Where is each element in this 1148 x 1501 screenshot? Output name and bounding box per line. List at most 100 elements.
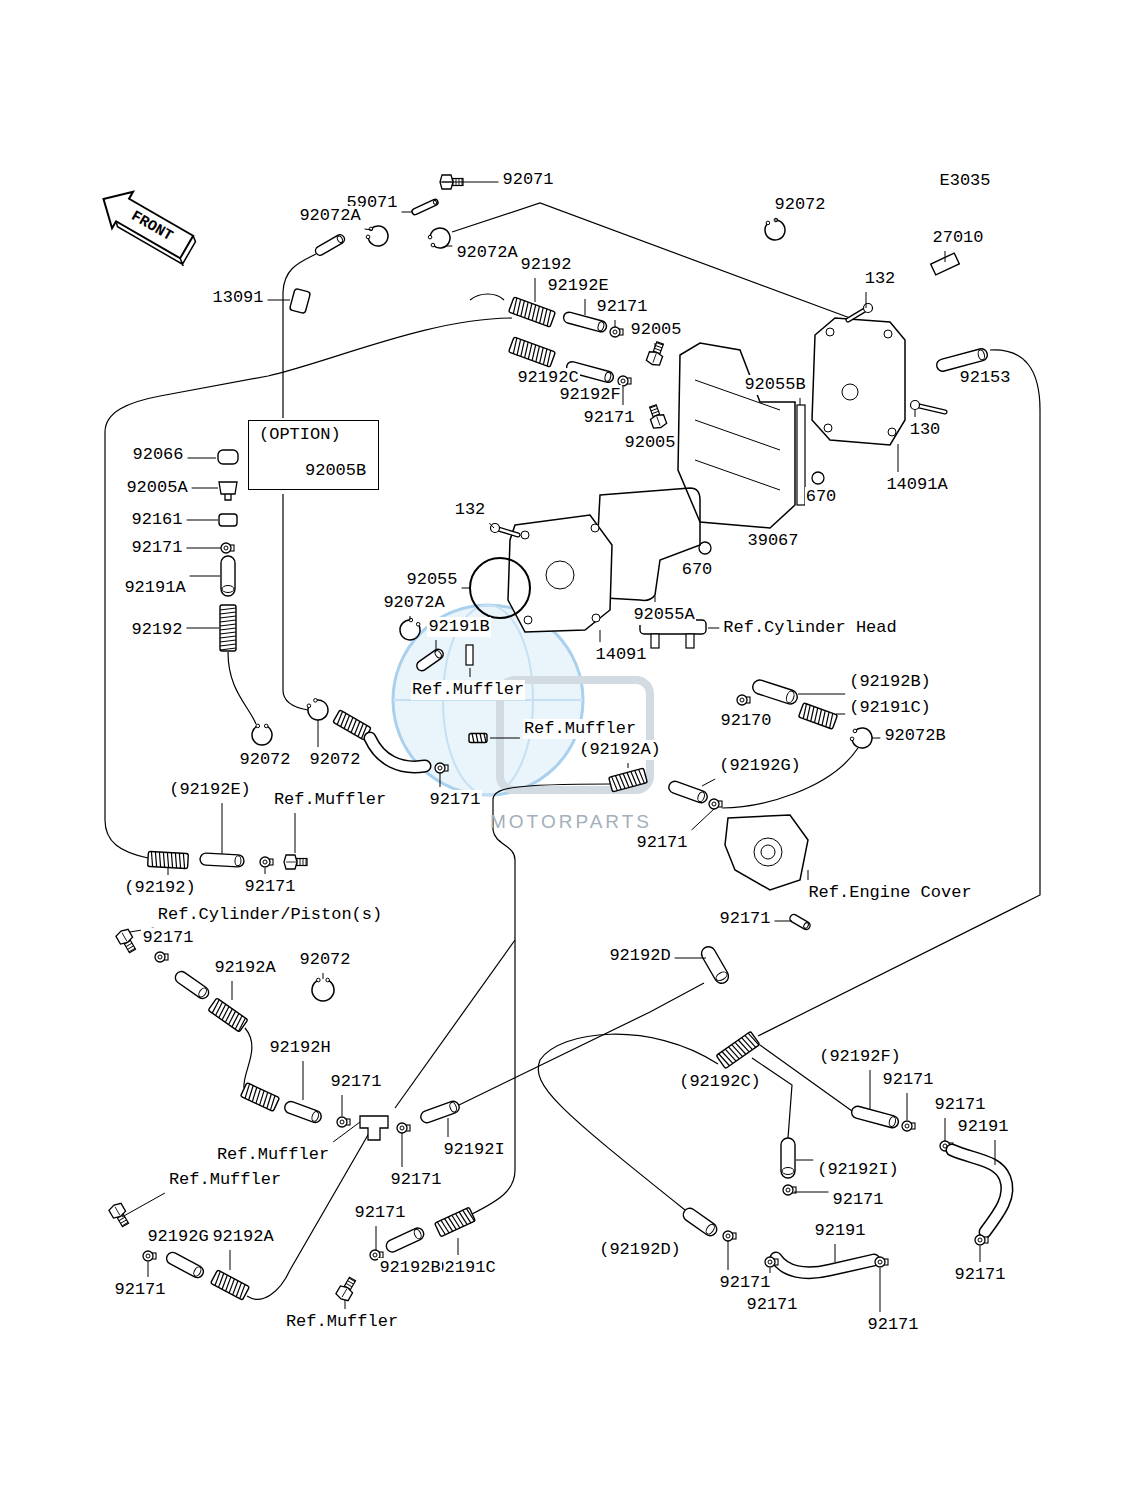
spring-body bbox=[609, 768, 648, 792]
spring-coil bbox=[227, 1011, 237, 1024]
clamp-hole bbox=[786, 1188, 790, 1192]
spring-body bbox=[148, 851, 189, 868]
valve-cover bbox=[678, 343, 795, 528]
spring-coil bbox=[828, 713, 835, 728]
fitting-thread bbox=[126, 943, 132, 947]
spring-coil bbox=[725, 1048, 736, 1062]
fitting-thread bbox=[650, 406, 657, 408]
spring-coil bbox=[217, 1004, 227, 1017]
callout-number: 92191B bbox=[427, 617, 490, 637]
callout-number: 670 bbox=[805, 487, 838, 507]
spring-coil bbox=[234, 1283, 243, 1297]
hose-clamp bbox=[875, 1257, 888, 1267]
callout-number: 92192I bbox=[442, 1140, 505, 1160]
cover-rib bbox=[695, 380, 780, 490]
callout-number: 92005 bbox=[629, 320, 682, 340]
hose-clamp bbox=[221, 543, 234, 553]
hose-clamp bbox=[155, 952, 168, 962]
hose-tube bbox=[788, 913, 811, 931]
hose-route bbox=[470, 294, 504, 300]
spring-coil bbox=[732, 1043, 743, 1057]
hose-route bbox=[244, 1028, 252, 1088]
circlip bbox=[400, 620, 420, 640]
leader-line bbox=[535, 278, 536, 302]
fitting-thread bbox=[347, 1281, 353, 1285]
circlip-eye bbox=[428, 235, 432, 239]
hose-route bbox=[105, 318, 512, 858]
spring-coil bbox=[211, 1000, 221, 1013]
hose-tube bbox=[781, 1138, 795, 1178]
callout-number: 92055B bbox=[743, 375, 806, 395]
clamp-hole bbox=[712, 802, 716, 806]
tube-body bbox=[788, 913, 811, 931]
spring-body bbox=[716, 1031, 760, 1068]
hose-tube bbox=[165, 1250, 206, 1279]
leader-line bbox=[436, 640, 437, 650]
callout-number: 92191C bbox=[433, 1258, 496, 1278]
callout-number: 92005B bbox=[305, 461, 366, 481]
tube-end bbox=[222, 586, 234, 593]
callout-number: (92192G) bbox=[718, 756, 802, 776]
tube-end bbox=[604, 372, 612, 382]
spring-coil bbox=[735, 1041, 746, 1055]
bolt-hole bbox=[884, 330, 892, 338]
callout-number: 92191 bbox=[956, 1117, 1009, 1137]
tube-body bbox=[667, 780, 709, 805]
reference-note: Ref.Cylinder Head bbox=[722, 618, 897, 638]
leader-line bbox=[835, 1244, 836, 1262]
bent-hose-fill bbox=[952, 1150, 1007, 1232]
leader-line bbox=[323, 973, 324, 979]
clamp-ring bbox=[875, 1257, 885, 1267]
diagram-code: E3035 bbox=[938, 171, 991, 191]
circlip-eye bbox=[264, 724, 268, 728]
watermark-text: MOTORPARTS bbox=[489, 811, 653, 833]
leader-line bbox=[945, 1118, 946, 1141]
leader-line bbox=[615, 320, 616, 327]
bolt-hole bbox=[591, 524, 599, 532]
circlip-eye bbox=[774, 218, 778, 222]
leader-line bbox=[222, 803, 223, 854]
spring-coil bbox=[463, 1209, 471, 1223]
spring-coil bbox=[742, 1037, 753, 1051]
callout-number: 92066 bbox=[131, 445, 184, 465]
circlip bbox=[430, 228, 450, 248]
circlip-eye bbox=[317, 978, 321, 982]
spring-coil bbox=[220, 624, 236, 626]
tube-body bbox=[781, 1138, 795, 1178]
hose-clamp bbox=[260, 857, 273, 867]
callout-number: 39067 bbox=[746, 531, 799, 551]
tube-end bbox=[888, 1116, 896, 1127]
spring-coil bbox=[220, 1275, 229, 1289]
leader-line bbox=[402, 212, 413, 213]
leader-line bbox=[655, 343, 656, 347]
spring-coil bbox=[466, 1208, 474, 1222]
leader-line bbox=[333, 1122, 360, 1142]
fitting-flat bbox=[657, 416, 660, 425]
leader-line bbox=[446, 246, 452, 247]
hose-fitting bbox=[646, 341, 667, 367]
bolt-hole bbox=[826, 328, 834, 336]
spring-body bbox=[241, 1083, 280, 1112]
callout-number: 92192 bbox=[130, 620, 183, 640]
circlip-eye bbox=[853, 729, 857, 733]
hose-route bbox=[459, 983, 704, 1105]
leader-line bbox=[342, 1095, 343, 1116]
bolt-hole bbox=[546, 561, 574, 589]
leader-line bbox=[376, 1226, 377, 1250]
fitting-flat bbox=[342, 1289, 347, 1298]
callout-number: 92171 bbox=[718, 1273, 771, 1293]
spring-coil bbox=[745, 1034, 756, 1048]
clamp-ring bbox=[221, 543, 231, 553]
tube-body bbox=[314, 233, 346, 257]
fitting-hex bbox=[108, 1202, 127, 1220]
clamp-hole bbox=[740, 698, 744, 702]
leader-line bbox=[192, 488, 218, 489]
tube-body bbox=[384, 1226, 425, 1254]
clamp-hole bbox=[146, 1254, 150, 1258]
tube-end bbox=[715, 970, 729, 982]
callout-number: 92072A bbox=[455, 243, 518, 263]
fitting-thread bbox=[303, 859, 304, 866]
bolt-hole bbox=[524, 616, 532, 624]
circlip-eye bbox=[416, 622, 420, 626]
